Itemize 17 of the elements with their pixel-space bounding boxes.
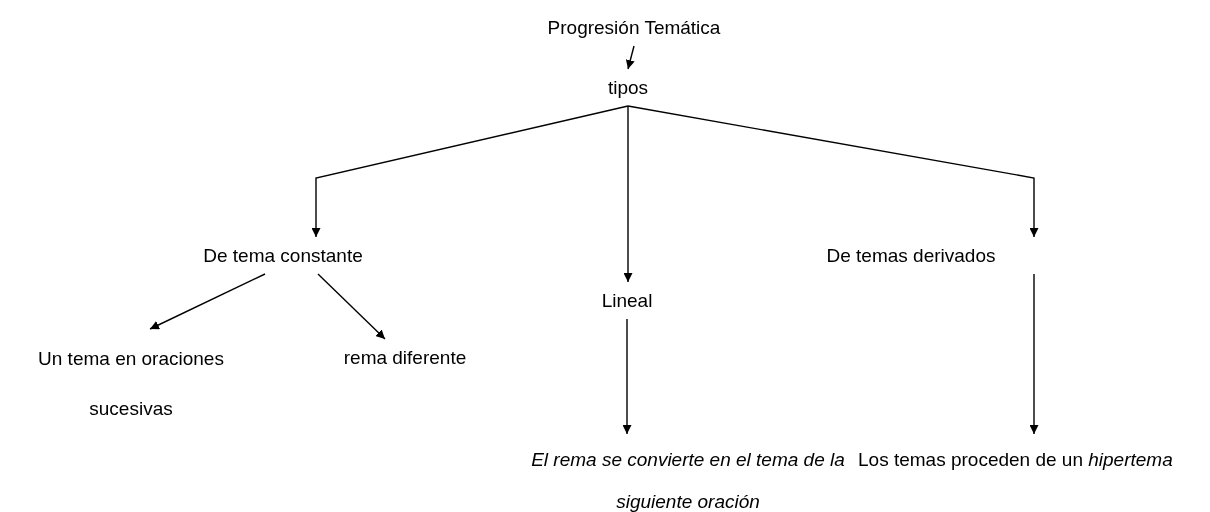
node-text: Progresión Temática [504, 14, 764, 42]
arrow [622, 318, 632, 435]
node-text: Lineal [582, 287, 672, 315]
arrow [627, 105, 1039, 238]
node-text: De tema constante [168, 242, 398, 270]
node-text: Los temas proceden de un hipertema [858, 439, 1208, 512]
node-text: De temas derivados [786, 242, 1036, 270]
node-text: Un tema en oraciones sucesivas [0, 334, 262, 434]
node-text: rema diferente [330, 344, 480, 372]
node-text: El rema se convierte en el tema de la siguiente oración [528, 439, 848, 512]
arrow [149, 273, 266, 330]
arrow [1029, 273, 1039, 435]
arrow [623, 105, 633, 283]
arrow [311, 105, 629, 238]
arrow [625, 45, 635, 70]
node-text: tipos [588, 74, 668, 102]
arrow [317, 273, 386, 340]
